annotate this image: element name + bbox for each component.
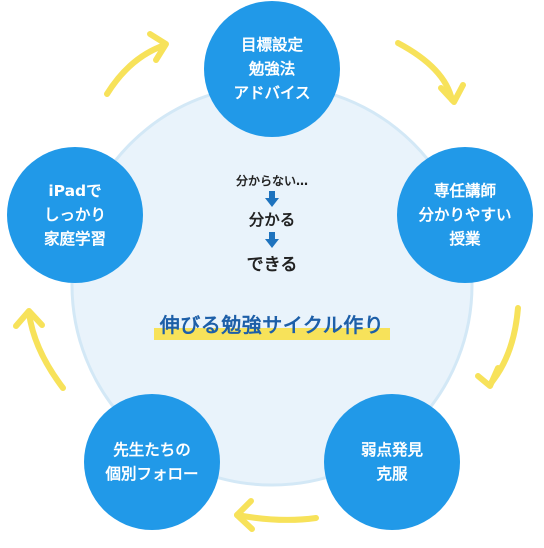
headline-container: 伸びる勉強サイクル作り — [120, 309, 424, 340]
node-left-line-1: iPadで — [48, 181, 102, 200]
cycle-arrows — [13, 31, 521, 532]
node-bottom-left: 先生たちの 個別フォロー — [84, 394, 220, 530]
node-left-line-3: 家庭学習 — [43, 230, 106, 248]
node-right-line-1: 専任講師 — [433, 181, 496, 200]
step-can-do: できる — [246, 255, 298, 275]
node-right-line-2: 分かりやすい — [418, 205, 512, 224]
step-dont-understand: 分からない… — [235, 174, 308, 188]
headline: 伸びる勉強サイクル作り — [153, 309, 391, 340]
progression-steps: 分からない… 分かる できる — [130, 172, 414, 275]
node-bottom-left-line-2: 個別フォロー — [105, 465, 199, 483]
step-understand: 分かる — [248, 211, 296, 229]
node-top-line-2: 勉強法 — [248, 59, 296, 78]
down-arrow-icon — [265, 191, 279, 207]
node-bottom-right: 弱点発見 克服 — [324, 394, 460, 530]
node-top-line-1: 目標設定 — [240, 35, 303, 54]
node-bottom-right-line-1: 弱点発見 — [360, 440, 423, 459]
node-bottom-right-line-2: 克服 — [376, 465, 408, 483]
node-right-line-3: 授業 — [449, 230, 481, 248]
down-arrow-icon — [265, 232, 279, 248]
node-bottom-left-line-1: 先生たちの — [113, 440, 191, 459]
arrow-left-to-top — [104, 31, 169, 97]
arrow-top-to-right — [395, 40, 466, 105]
headline-marker — [153, 328, 391, 340]
node-top: 目標設定 勉強法 アドバイス — [204, 1, 340, 137]
node-left-line-2: しっかり — [43, 205, 106, 224]
node-left: iPadで しっかり 家庭学習 — [7, 147, 143, 283]
arrow-right-to-bottom-right — [475, 305, 521, 389]
node-right: 専任講師 分かりやすい 授業 — [397, 147, 533, 283]
headline-text: 伸びる勉強サイクル作り — [159, 313, 385, 337]
arrow-bottom-left-to-left — [13, 308, 66, 391]
node-top-line-3: アドバイス — [233, 84, 311, 102]
arrow-bottom-right-to-bottom-left — [234, 498, 319, 532]
